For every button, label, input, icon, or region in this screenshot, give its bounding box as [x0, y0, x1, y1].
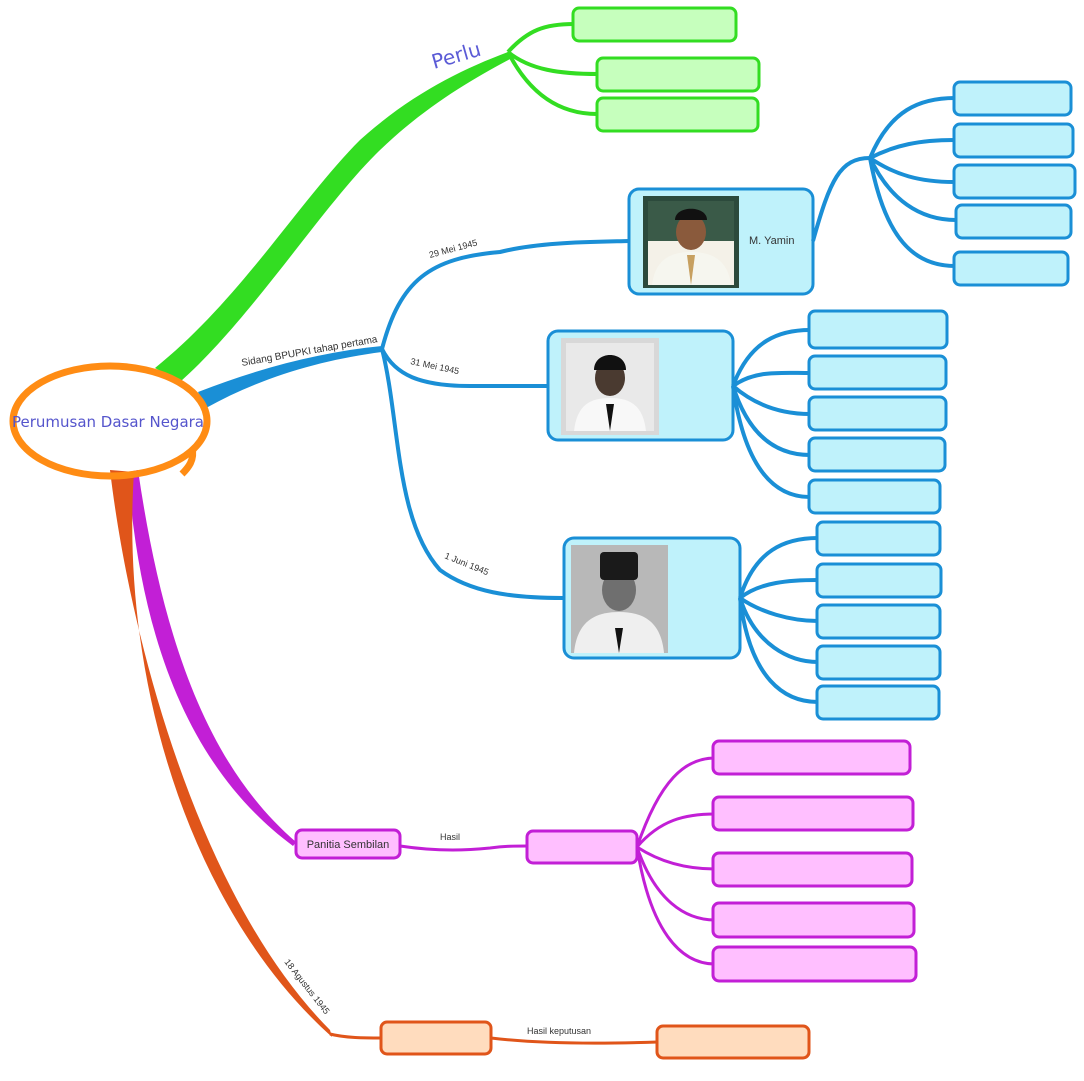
session-3-connectors: [738, 536, 819, 704]
soekarno-point-4[interactable]: [815, 644, 942, 681]
branch-panitia: [128, 470, 296, 846]
central-ring: [9, 362, 211, 480]
agustus-connector: [329, 1032, 383, 1040]
bpupki-connectors: [380, 239, 631, 600]
branch-bpupki: [198, 346, 382, 408]
panitia-point-2[interactable]: [711, 795, 915, 832]
branch-agustus: [110, 470, 332, 1037]
agustus-node[interactable]: [379, 1020, 493, 1056]
yamin-point-5[interactable]: [952, 250, 1070, 287]
panitia-label: Panitia Sembilan: [307, 839, 390, 851]
panitia-point-4[interactable]: [711, 901, 916, 939]
panitia-node[interactable]: Panitia Sembilan: [294, 828, 402, 860]
session-speaker-1: M. Yamin: [749, 235, 794, 247]
central-topic[interactable]: Perumusan Dasar Negara: [9, 362, 211, 480]
supomo-point-3[interactable]: [807, 395, 948, 432]
portrait-supomo: [561, 338, 659, 435]
session-2-connectors: [731, 328, 811, 499]
panitia-result-node[interactable]: [525, 829, 639, 865]
yamin-point-1[interactable]: [952, 80, 1073, 117]
session-date-3: 1 Juni 1945: [443, 551, 490, 578]
branch-perlu: [155, 52, 512, 382]
agustus-result-node[interactable]: [655, 1024, 811, 1060]
yamin-point-2[interactable]: [952, 122, 1075, 159]
agustus-keputusan-label: Hasil keputusan: [527, 1026, 591, 1036]
soekarno-point-2[interactable]: [815, 562, 943, 599]
central-topic-label: Perumusan Dasar Negara: [12, 413, 204, 431]
central-ring-tail: [179, 447, 197, 477]
perlu-item-3[interactable]: [595, 96, 760, 133]
panitia-point-1[interactable]: [711, 739, 912, 776]
supomo-point-2[interactable]: [807, 354, 948, 391]
agustus-keputusan-connector: [490, 1036, 659, 1045]
soekarno-point-1[interactable]: [815, 520, 942, 557]
session-1-connectors: [811, 96, 957, 268]
supomo-point-1[interactable]: [807, 309, 949, 350]
yamin-point-4[interactable]: [954, 203, 1073, 240]
panitia-point-3[interactable]: [711, 851, 914, 888]
session-date-2: 31 Mei 1945: [410, 356, 461, 376]
portrait-m-yamin: [643, 196, 739, 288]
soekarno-point-3[interactable]: [815, 603, 942, 640]
session-node-1[interactable]: M. Yamin: [627, 187, 815, 296]
perlu-item-2[interactable]: [595, 56, 761, 93]
perlu-item-1[interactable]: [571, 6, 738, 43]
panitia-hasil-label: Hasil: [440, 832, 460, 842]
panitia-result-connectors: [635, 756, 716, 966]
supomo-point-4[interactable]: [807, 436, 947, 473]
session-node-3[interactable]: [562, 536, 742, 660]
soekarno-point-5[interactable]: [815, 684, 941, 721]
session-node-2[interactable]: [546, 329, 735, 442]
panitia-point-5[interactable]: [711, 945, 918, 983]
portrait-soekarno: [571, 545, 668, 653]
perlu-connectors: [506, 22, 599, 116]
panitia-hasil-connector: [399, 844, 529, 852]
yamin-point-3[interactable]: [952, 163, 1077, 200]
supomo-point-5[interactable]: [807, 478, 942, 515]
